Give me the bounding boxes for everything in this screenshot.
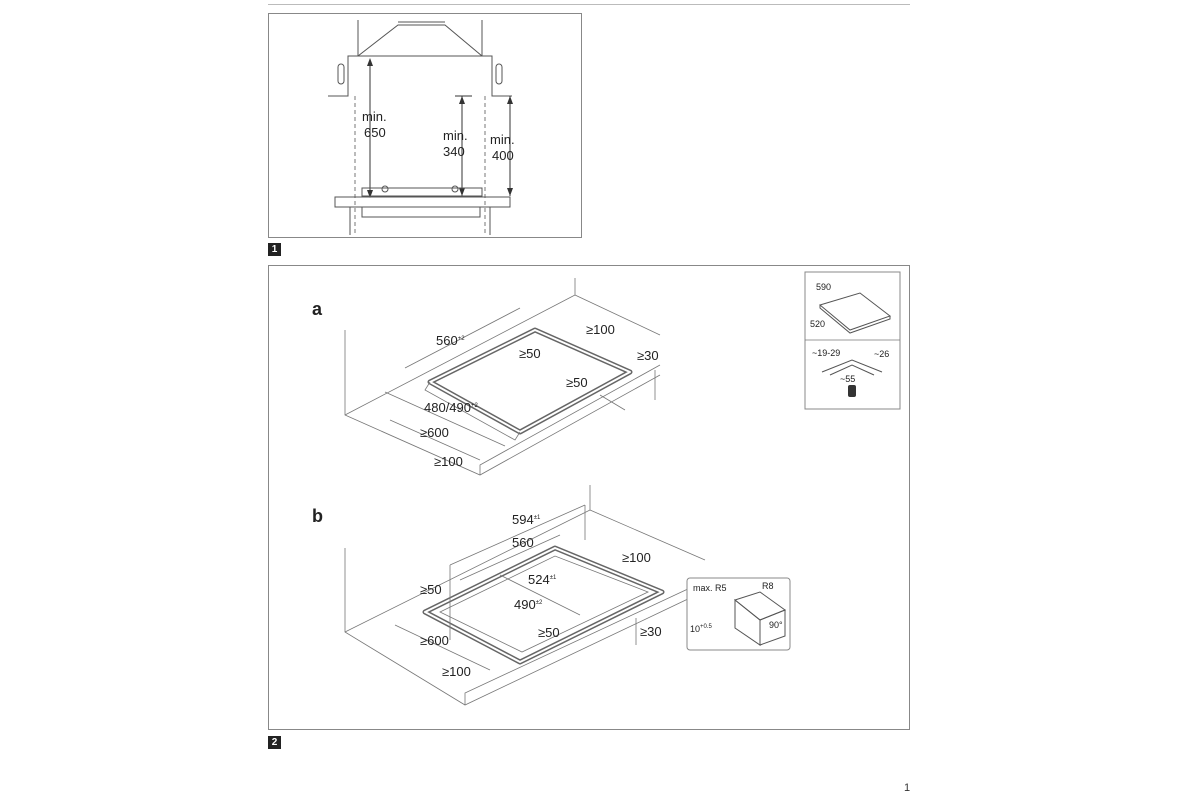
- a-dim-560-line: [404, 307, 521, 369]
- figure-1-number: 1: [268, 243, 281, 256]
- a-front-100: ≥100: [434, 454, 463, 469]
- figure-1-frame: [268, 13, 582, 238]
- b-worktop-side: [589, 509, 706, 561]
- left-cabinet-handle: [337, 63, 345, 85]
- dim-650-label-1: min.: [362, 109, 387, 124]
- b-left-50: ≥50: [420, 582, 442, 597]
- b-worktop-front: [464, 587, 691, 705]
- a-inner-right: ≥50: [566, 375, 588, 390]
- b-cutout: [439, 555, 650, 653]
- b-dim-594-line: [449, 504, 586, 566]
- a-inset-profile: [821, 359, 883, 373]
- b-dim-600-line: [394, 624, 491, 671]
- dim-400-label-1: min.: [490, 132, 515, 147]
- b-frame: [422, 545, 665, 665]
- figure-2a-drawing: a 560+2 ≥100 ≥50 ≥50 ≥30 480/490+2 ≥600 …: [312, 271, 901, 476]
- a-dim-480-line: [384, 391, 506, 447]
- b-inset-max-r5: max. R5: [693, 583, 727, 593]
- dim-650-label-2: 650: [364, 125, 386, 140]
- b-frame-inner: [424, 547, 663, 663]
- a-inset-hob-edge: [819, 305, 891, 334]
- a-inset-clamp: [848, 385, 856, 397]
- b-worktop-back: [344, 485, 591, 633]
- b-worktop-outline: [344, 548, 691, 706]
- a-cutout-inner: [429, 329, 631, 433]
- a-worktop-side: [574, 294, 661, 336]
- a-dim-side-line: [599, 394, 626, 411]
- a-cutout-depth: [424, 381, 521, 441]
- a-back-clearance: ≥100: [586, 322, 615, 337]
- b-back-clearance: ≥100: [622, 550, 651, 565]
- a-width: 560+2: [436, 333, 465, 348]
- a-inset-depth: 520: [810, 319, 825, 329]
- b-front-600: ≥600: [420, 633, 449, 648]
- dim-400-label-2: 400: [492, 148, 514, 163]
- figure-2b-drawing: b 594±1 560 ≥100 524±1 490±2 ≥50 ≥50 ≥30…: [312, 485, 791, 706]
- right-cabinet: [482, 55, 512, 97]
- arrow-down-400: [507, 188, 513, 196]
- arrow-down-650: [367, 190, 373, 198]
- b-outer: 594±1: [512, 512, 541, 527]
- hob: [361, 187, 483, 197]
- figure-2-frame: [268, 265, 910, 730]
- a-inset-depth-55: ~55: [840, 374, 855, 384]
- b-inner: 560: [512, 535, 534, 550]
- arrow-up-340: [459, 96, 465, 104]
- page-number: 1: [904, 782, 911, 794]
- b-front-50: ≥50: [538, 625, 560, 640]
- a-depth: 480/490+2: [424, 400, 479, 415]
- b-cut-width: 524±1: [528, 572, 557, 587]
- figure-2-number: 2: [268, 736, 281, 749]
- arrow-up-650: [367, 58, 373, 66]
- b-front-100: ≥100: [442, 664, 471, 679]
- dim-340-label-1: min.: [443, 128, 468, 143]
- a-inset-edge-left: ~19-29: [812, 348, 840, 358]
- b-inset-r8: R8: [762, 581, 774, 591]
- header-rule: [268, 4, 910, 5]
- section-a-label: a: [312, 299, 323, 319]
- a-worktop-outline: [344, 330, 661, 476]
- figure-1-drawing: min. 650 min. 340 min. 400: [328, 20, 515, 235]
- b-dim-490-line: [499, 574, 581, 616]
- a-worktop-min: ≥30: [637, 348, 659, 363]
- oven-top: [361, 206, 481, 218]
- a-inset-width: 590: [816, 282, 831, 292]
- b-inset-box: [686, 577, 791, 651]
- b-cut-depth: 490±2: [514, 597, 543, 612]
- a-worktop-front: [479, 364, 661, 475]
- arrow-down-340: [459, 188, 465, 196]
- b-inset-corner-right: [759, 609, 786, 646]
- a-inset-profile-inner: [829, 364, 875, 376]
- left-cabinet: [328, 55, 358, 97]
- b-worktop-min: ≥30: [640, 624, 662, 639]
- section-b-label: b: [312, 506, 323, 526]
- a-inset-edge-right: ~26: [874, 349, 889, 359]
- right-cabinet-handle: [495, 63, 503, 85]
- hob-knob-left: [381, 185, 389, 193]
- hob-knob-right: [451, 185, 459, 193]
- hood-body: [356, 24, 484, 57]
- b-dim-560-line: [459, 534, 561, 581]
- b-inset-angle: 90°: [769, 620, 783, 630]
- worktop: [334, 196, 511, 208]
- b-inset-depth: 10+0.5: [690, 624, 713, 634]
- arrow-up-400: [507, 96, 513, 104]
- dim-340-label-2: 340: [443, 144, 465, 159]
- a-dim-600-line: [389, 419, 481, 461]
- a-inner-top: ≥50: [519, 346, 541, 361]
- a-front-600: ≥600: [420, 425, 449, 440]
